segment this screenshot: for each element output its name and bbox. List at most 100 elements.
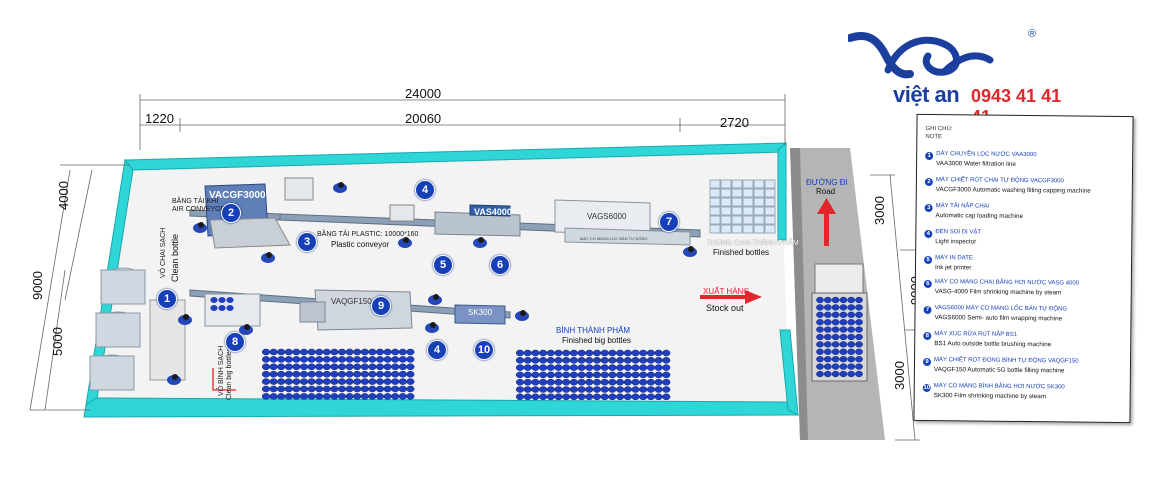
bottle-box (720, 197, 732, 207)
bottle-box (709, 188, 721, 198)
worker-icon (261, 252, 275, 263)
big-bottle (515, 378, 525, 386)
big-bottle (406, 385, 415, 393)
big-bottle (639, 357, 648, 364)
big-bottle (855, 363, 863, 370)
big-bottle (839, 363, 848, 370)
big-bottle (654, 393, 663, 401)
big-bottle (375, 363, 385, 371)
bottle-box (742, 188, 754, 198)
big-bottle (299, 370, 309, 378)
label-air-conveyor-vn: BĂNG TẢI KHÍ (172, 198, 219, 205)
station-10: 10 (474, 340, 494, 360)
big-bottle (631, 371, 640, 379)
dimension-right-section: 2720 (720, 115, 749, 130)
stock-out-arrow-shaft (700, 295, 748, 299)
big-bottle (608, 386, 617, 393)
big-bottle (831, 296, 840, 304)
big-bottle (546, 386, 555, 393)
big-bottle (554, 357, 563, 364)
worker-icon (425, 322, 439, 333)
bottle-box (709, 197, 721, 207)
big-bottle (360, 385, 369, 393)
big-bottle (839, 326, 848, 333)
big-bottle (284, 370, 293, 378)
big-bottle (847, 326, 856, 333)
label-road-vn: ĐƯỜNG ĐI (806, 178, 848, 187)
big-bottle (515, 393, 525, 401)
big-bottle (600, 393, 609, 401)
big-bottle (398, 363, 407, 371)
big-bottle (816, 356, 824, 363)
big-bottle (277, 363, 286, 371)
station-1: 1 (157, 289, 177, 309)
big-bottle (269, 356, 278, 363)
big-bottle (639, 393, 648, 401)
station-2: 2 (221, 203, 241, 223)
bottle-box (742, 215, 754, 225)
big-bottle (383, 356, 392, 363)
note-number-badge: 2 (924, 177, 933, 187)
big-bottle (662, 349, 671, 357)
big-bottle (322, 385, 331, 393)
big-bottle (330, 385, 339, 393)
bottle-box (753, 197, 765, 207)
big-bottle (623, 393, 632, 401)
label-vas4000: VAS4000 (474, 207, 512, 217)
big-bottle (368, 385, 377, 393)
big-bottle (226, 297, 234, 303)
note-title-en: VASG-4000 Film shrinking machine by stea… (934, 288, 1062, 297)
big-bottle (839, 341, 848, 348)
big-bottle (299, 393, 309, 400)
big-bottle (562, 393, 571, 401)
big-bottle (284, 378, 293, 385)
label-air-conveyor-en: AIR CONVEYOR S (172, 206, 233, 213)
big-bottle (831, 326, 840, 333)
big-bottle (523, 357, 532, 364)
big-bottle (816, 348, 824, 355)
big-bottle (816, 333, 824, 341)
label-conveyor-vn: BĂNG TẢI PLASTIC: 10000*160 (317, 231, 419, 238)
big-bottle (631, 386, 640, 393)
note-number-badge: 7 (923, 305, 932, 315)
note-number-badge: 5 (924, 255, 933, 265)
big-bottle (375, 370, 385, 378)
big-bottle (592, 357, 602, 364)
bottle-box (709, 179, 721, 189)
note-title-vn: MÁY CO MÀNG BÌNH BẰNG HƠI NƯỚC SK300 (933, 383, 1065, 391)
note-number-badge: 8 (923, 331, 932, 341)
big-bottle (662, 364, 671, 371)
big-bottle (368, 378, 377, 385)
big-bottle (391, 370, 400, 378)
stock-out-arrow-icon (745, 290, 762, 304)
note-title-vn: MÁY CO MÀNG CHAI BẰNG HƠI NƯỚC VASG 4000 (934, 279, 1080, 287)
big-bottle (855, 296, 863, 304)
big-bottle (383, 348, 392, 356)
bottle-box (709, 215, 721, 225)
big-bottle (839, 370, 848, 378)
filtration-tanks (89, 267, 186, 391)
big-bottle (345, 363, 354, 371)
big-bottle (654, 386, 663, 393)
big-bottle (600, 378, 609, 386)
bottle-box (753, 215, 765, 225)
big-bottle (284, 393, 293, 400)
big-bottle (375, 348, 385, 356)
big-bottle (831, 348, 840, 355)
big-bottle (345, 393, 354, 400)
big-bottle (569, 393, 578, 401)
finished-big-bottle-array (515, 349, 671, 401)
big-bottle (322, 348, 331, 356)
big-bottle (577, 393, 586, 401)
big-bottle (307, 378, 316, 385)
big-bottle (646, 371, 655, 379)
label-conveyor-en: Plastic conveyor (331, 240, 390, 249)
big-bottle (631, 393, 640, 401)
big-bottle (592, 349, 602, 357)
road-arrow-icon (817, 198, 836, 214)
big-bottle (398, 378, 407, 385)
